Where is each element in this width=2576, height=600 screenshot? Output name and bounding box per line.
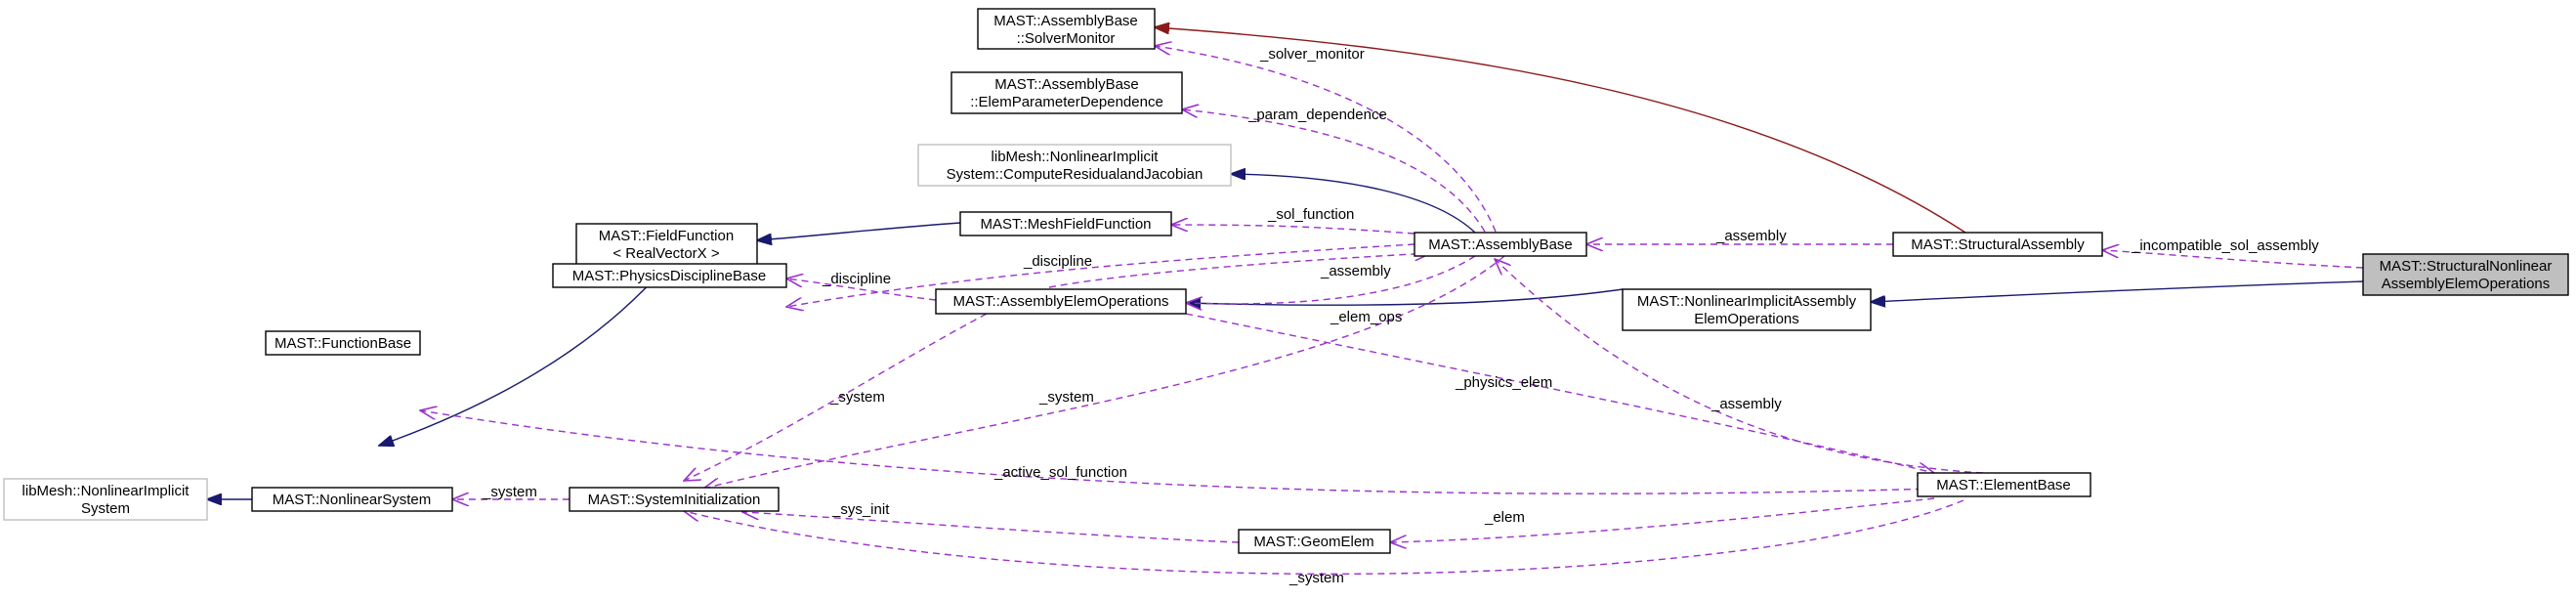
label-system-aeo: _system [829,389,885,406]
svg-text:MAST::AssemblyBase: MAST::AssemblyBase [994,76,1139,93]
edge-param-dependence [1182,109,1486,233]
edge-sys-init [742,512,1240,543]
edge-meshfieldfunction-to-fieldfunction [757,222,961,240]
label-system-eb: _system [1288,570,1344,586]
label-sol-function: _sol_function [1267,206,1354,223]
label-system-ns: _system [482,484,537,500]
node-nonlinear-implicit-assembly[interactable]: MAST::NonlinearImplicitAssembly ElemOper… [1622,288,1872,331]
node-physics-discipline-base[interactable]: MAST::PhysicsDisciplineBase [552,263,787,288]
edge-incompatible [2102,250,2364,269]
edge-elem-ops [1186,255,1476,304]
svg-text:MAST::FunctionBase: MAST::FunctionBase [274,335,411,352]
node-elem-param-dependence[interactable]: MAST::AssemblyBase ::ElemParameterDepend… [950,71,1183,114]
svg-text:libMesh::NonlinearImplicit: libMesh::NonlinearImplicit [992,149,1160,165]
svg-text:MAST::PhysicsDisciplineBase: MAST::PhysicsDisciplineBase [572,268,766,284]
edge-nonlinearimplicitassembly-to-assemblyelemoperations [1186,288,1624,305]
svg-text:MAST::GeomElem: MAST::GeomElem [1253,534,1373,550]
node-element-base[interactable]: MAST::ElementBase [1917,472,2091,497]
label-sys-init: _sys_init [831,501,890,518]
label-physics-elem: _physics_elem [1455,374,1552,391]
svg-text:MAST::MeshFieldFunction: MAST::MeshFieldFunction [980,216,1151,233]
svg-text:System: System [81,500,130,517]
edge-active-sol-function [420,410,1935,494]
node-field-function[interactable]: MAST::FieldFunction < RealVectorX > [575,223,758,266]
svg-text:MAST::FieldFunction: MAST::FieldFunction [599,228,734,244]
svg-text:MAST::NonlinearSystem: MAST::NonlinearSystem [273,492,432,508]
label-assembly-sa: _assembly [1715,228,1787,244]
svg-text:MAST::AssemblyBase: MAST::AssemblyBase [1428,236,1573,253]
node-system-initialization[interactable]: MAST::SystemInitialization [569,487,780,512]
edge-discipline-ab [786,243,1415,307]
svg-text:MAST::AssemblyElemOperations: MAST::AssemblyElemOperations [953,293,1169,310]
edge-system-ab [703,255,1505,489]
node-function-base[interactable]: MAST::FunctionBase [265,330,421,356]
edge-assembly-eb [1495,259,1984,474]
node-assembly-base[interactable]: MAST::AssemblyBase [1414,232,1587,257]
node-mesh-field-function[interactable]: MAST::MeshFieldFunction [959,211,1172,236]
svg-text:MAST::SystemInitialization: MAST::SystemInitialization [588,492,761,508]
node-assembly-elem-operations[interactable]: MAST::AssemblyElemOperations [935,288,1187,315]
label-discipline-ab: _discipline [1023,253,1092,270]
svg-text:libMesh::NonlinearImplicit: libMesh::NonlinearImplicit [22,483,190,499]
svg-text:System::ComputeResidualandJaco: System::ComputeResidualandJacobian [947,166,1204,183]
node-geom-elem[interactable]: MAST::GeomElem [1238,529,1391,554]
label-elem: _elem [1484,509,1525,526]
label-assembly-aeo: _assembly [1320,263,1391,279]
svg-text:::ElemParameterDependence: ::ElemParameterDependence [970,94,1163,110]
edge-system-aeo [684,313,988,481]
node-structural-assembly[interactable]: MAST::StructuralAssembly [1892,232,2103,257]
svg-text:MAST::NonlinearImplicitAssembl: MAST::NonlinearImplicitAssembly [1637,293,1857,310]
edge-physics-elem [1185,313,1934,473]
node-structural-nonlinear[interactable]: MAST::StructuralNonlinear AssemblyElemOp… [2362,253,2569,296]
svg-text:::SolverMonitor: ::SolverMonitor [1017,30,1116,47]
label-active-sol-function: _active_sol_function [993,464,1127,481]
svg-text:AssemblyElemOperations: AssemblyElemOperations [2382,276,2551,292]
svg-text:ElemOperations: ElemOperations [1694,311,1799,327]
svg-text:< RealVectorX >: < RealVectorX > [612,245,719,262]
edges [207,27,2364,576]
label-incompatible: _incompatible_sol_assembly [2131,237,2319,254]
svg-text:MAST::StructuralNonlinear: MAST::StructuralNonlinear [2380,258,2553,275]
edge-assembly-aeo [1048,253,1431,288]
node-nonlinear-system[interactable]: MAST::NonlinearSystem [251,487,453,512]
edge-fieldfunction-to-functionbase [379,264,668,446]
node-libmesh-nonlinear-implicit[interactable]: libMesh::NonlinearImplicit System [3,478,208,521]
node-compute-residual[interactable]: libMesh::NonlinearImplicit System::Compu… [917,144,1232,187]
label-system-ab: _system [1038,389,1094,406]
edge-solver-monitor [1155,46,1497,233]
svg-text:MAST::AssemblyBase: MAST::AssemblyBase [993,13,1138,29]
edge-labels: _solver_monitor _param_dependence _sol_f… [482,46,2319,586]
edge-discipline-aeo [786,279,937,301]
label-solver-monitor: _solver_monitor [1259,46,1365,63]
label-assembly-eb: _assembly [1710,396,1782,412]
nodes: MAST::AssemblyBase ::SolverMonitor MAST:… [3,8,2569,554]
edge-sol-function [1171,225,1415,235]
edge-structuralassembly-to-solvermonitor [1155,27,1966,234]
svg-text:MAST::StructuralAssembly: MAST::StructuralAssembly [1911,236,2085,253]
edge-system-eb [684,499,1964,576]
label-elem-ops: _elem_ops [1330,309,1402,325]
label-param-dependence: _param_dependence [1247,107,1387,123]
node-solver-monitor[interactable]: MAST::AssemblyBase ::SolverMonitor [977,8,1156,50]
svg-text:MAST::ElementBase: MAST::ElementBase [1936,477,2071,493]
edge-assemblybase-to-computeresidual [1231,174,1476,234]
edge-elem [1390,497,1935,542]
label-discipline-aeo: _discipline [822,271,891,287]
edge-structuralnonlinear-to-nonlinearimplicitassembly [1871,280,2364,302]
